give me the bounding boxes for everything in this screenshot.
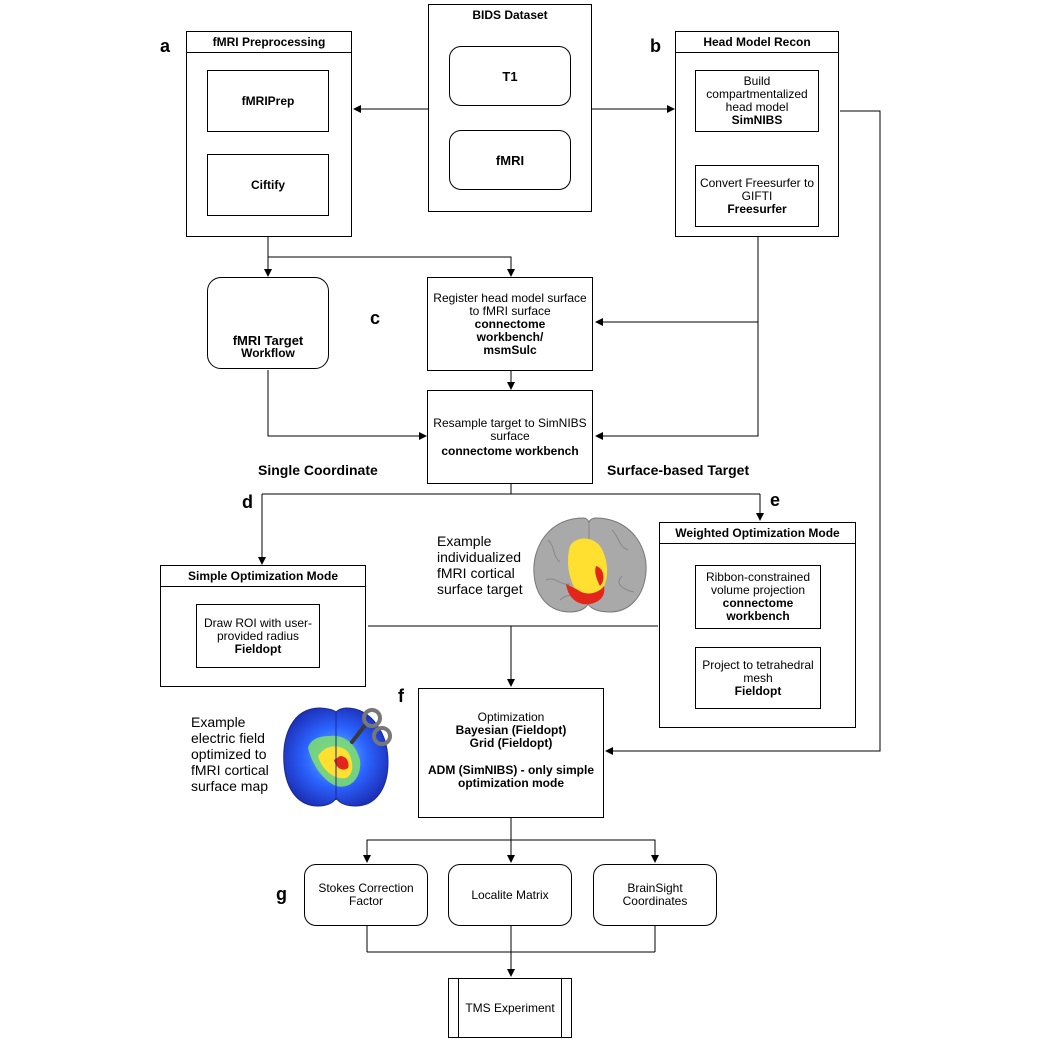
t1-node: T1 xyxy=(449,46,571,106)
ribbon-projection-node: Ribbon-constrained volume projection con… xyxy=(695,565,821,629)
register-line-1: Register head model surface xyxy=(433,290,587,305)
brainsight-coordinates-node: BrainSight Coordinates xyxy=(593,864,717,926)
tms-left-bar xyxy=(458,979,459,1037)
single-coordinate-label: Single Coordinate xyxy=(258,462,378,478)
ciftify-node: Ciftify xyxy=(207,154,329,216)
tms-experiment-node: TMS Experiment xyxy=(448,978,572,1038)
project-tetrahedral-node: Project to tetrahedral mesh Fieldopt xyxy=(695,647,821,709)
section-letter-a: a xyxy=(160,36,171,56)
ribbon-tool-1: connectome xyxy=(722,596,794,610)
section-letter-e: e xyxy=(770,490,781,510)
optimization-method-1: Bayesian (Fieldopt) xyxy=(455,723,567,737)
section-letter-g: g xyxy=(276,884,287,904)
example-field-caption: Example electric field optimized to fMRI… xyxy=(191,714,269,794)
example-target-line-1: Example xyxy=(437,533,492,549)
t1-label: T1 xyxy=(502,68,518,84)
draw-roi-line-2: provided radius xyxy=(216,628,300,643)
brainsight-line-1: BrainSight xyxy=(627,881,683,895)
fmriprep-node: fMRIPrep xyxy=(207,70,329,132)
example-target-caption: Example individualized fMRI cortical sur… xyxy=(437,533,523,597)
convert-line-1: Convert Freesurfer to xyxy=(699,175,815,190)
stokes-line-2: Factor xyxy=(348,894,383,908)
optimization-method-4: optimization mode xyxy=(458,776,564,790)
resample-target-node: Resample target to SimNIBS surface conne… xyxy=(427,390,593,484)
project-line-2: mesh xyxy=(743,670,773,685)
brain-target-image xyxy=(533,517,647,613)
localite-matrix-node: Localite Matrix xyxy=(448,864,572,926)
section-letter-b: b xyxy=(650,36,661,56)
head-model-recon-title: Head Model Recon xyxy=(676,32,838,53)
draw-roi-node: Draw ROI with user- provided radius Fiel… xyxy=(196,604,320,668)
convert-freesurfer-node: Convert Freesurfer to GIFTI Freesurfer xyxy=(695,165,819,227)
resample-line-2: surface xyxy=(490,428,530,443)
example-field-line-5: surface map xyxy=(191,778,269,794)
optimization-title: Optimization xyxy=(477,710,545,724)
ribbon-line-1: Ribbon-constrained xyxy=(705,570,811,584)
register-tool-3: msmSulc xyxy=(483,342,537,357)
convert-tool: Freesurfer xyxy=(727,201,787,216)
fmri-target-line-1: fMRI Target xyxy=(232,333,304,348)
build-tool: SimNIBS xyxy=(731,113,783,127)
build-line-1: Build xyxy=(743,74,771,88)
ribbon-tool-2: workbench xyxy=(726,609,790,623)
example-target-line-2: individualized xyxy=(437,549,522,565)
draw-roi-tool: Fieldopt xyxy=(234,641,282,656)
convert-line-2: GIFTI xyxy=(741,188,773,203)
optimization-method-3: ADM (SimNIBS) - only simple xyxy=(427,763,594,777)
bids-dataset-title: BIDS Dataset xyxy=(472,7,548,22)
resample-line-1: Resample target to SimNIBS xyxy=(433,415,587,430)
project-tool: Fieldopt xyxy=(734,683,782,698)
weighted-optimization-title: Weighted Optimization Mode xyxy=(660,523,855,544)
example-field-line-2: electric field xyxy=(191,730,265,746)
section-letter-c: c xyxy=(370,308,381,328)
fmri-target-line-2: Workflow xyxy=(241,346,295,360)
stokes-line-1: Stokes Correction xyxy=(318,881,414,895)
fmri-target-workflow-node: fMRI Target Workflow xyxy=(207,277,329,369)
build-line-3: head model xyxy=(725,100,789,114)
draw-roi-line-1: Draw ROI with user- xyxy=(203,615,313,630)
project-line-1: Project to tetrahedral xyxy=(702,657,814,672)
section-letter-f: f xyxy=(398,686,404,706)
example-target-line-4: surface target xyxy=(437,581,523,597)
build-line-2: compartmentalized xyxy=(706,87,808,101)
register-line-2: to fMRI surface xyxy=(469,303,551,318)
section-letter-d: d xyxy=(242,492,253,512)
tms-label: TMS Experiment xyxy=(465,1000,555,1015)
ribbon-line-2: volume projection xyxy=(710,583,806,597)
resample-tool: connectome workbench xyxy=(441,443,579,458)
register-tool-1: connectome xyxy=(474,316,546,331)
optimization-node: Optimization Bayesian (Fieldopt) Grid (F… xyxy=(418,688,604,818)
fmriprep-label: fMRIPrep xyxy=(241,93,295,108)
register-surface-node: Register head model surface to fMRI surf… xyxy=(427,277,593,371)
build-head-model-node: Build compartmentalized head model SimNI… xyxy=(695,70,819,132)
tms-right-bar xyxy=(561,979,562,1037)
example-field-line-4: fMRI cortical xyxy=(191,762,269,778)
example-field-line-3: optimized to xyxy=(191,746,267,762)
localite-label: Localite Matrix xyxy=(471,887,549,902)
ciftify-label: Ciftify xyxy=(251,177,285,192)
brainsight-line-2: Coordinates xyxy=(622,894,688,908)
optimization-method-2: Grid (Fieldopt) xyxy=(469,736,553,750)
fmri-preprocessing-title: fMRI Preprocessing xyxy=(187,32,351,53)
example-target-line-3: fMRI cortical xyxy=(437,565,515,581)
stokes-correction-node: Stokes Correction Factor xyxy=(304,864,428,926)
register-tool-2: workbench/ xyxy=(476,329,544,344)
simple-optimization-title: Simple Optimization Mode xyxy=(161,566,365,587)
fmri-label: fMRI xyxy=(495,152,525,168)
brain-field-image xyxy=(283,707,392,807)
surface-based-target-label: Surface-based Target xyxy=(607,462,750,478)
fmri-node: fMRI xyxy=(449,130,571,190)
example-field-line-1: Example xyxy=(191,714,246,730)
